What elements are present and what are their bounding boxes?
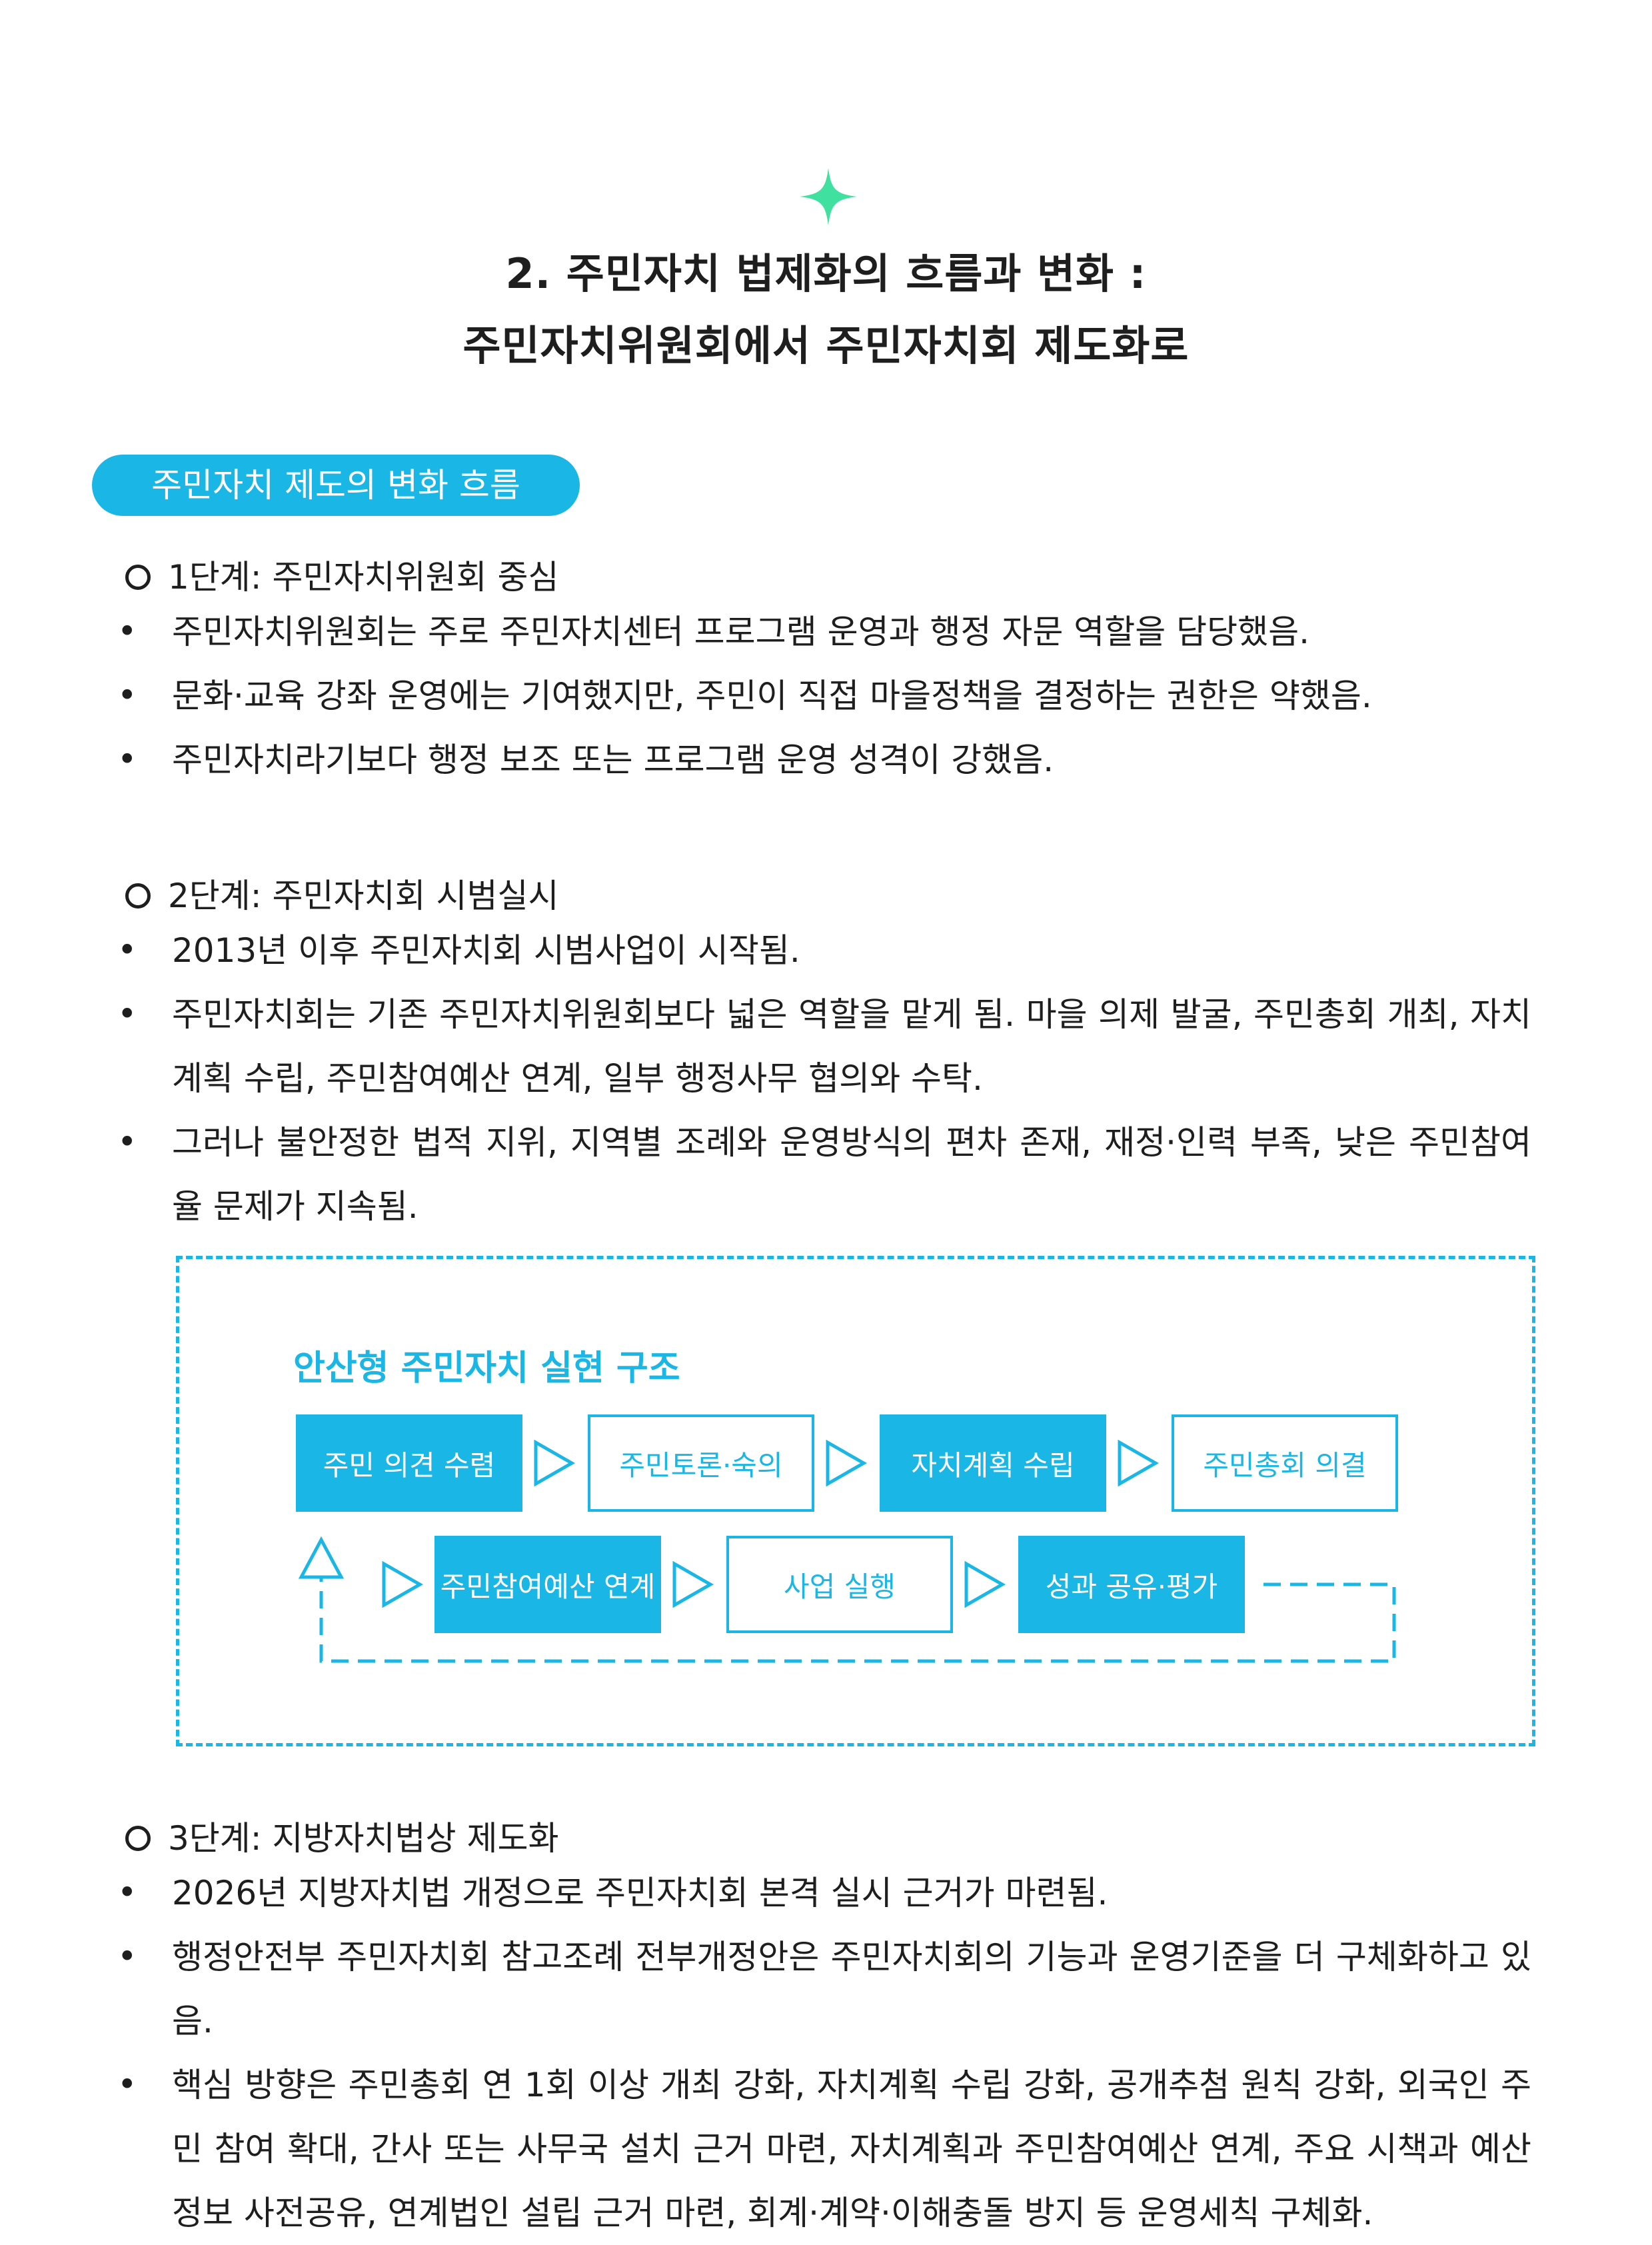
section-pill: 주민자치 제도의 변화 흐름 [92,455,580,516]
stage-2-heading: 2단계: 주민자치회 시범실시 [125,869,558,917]
stage-2-bullet-3: 그러나 불안정한 법적 지위, 지역별 조례와 운영방식의 편차 존재, 재정·… [172,1123,1531,1226]
arrow-right-icon [826,1440,868,1486]
flow-node-execution: 사업 실행 [726,1536,953,1633]
flow-node-evaluation: 성과 공유·평가 [1018,1536,1245,1633]
stage-1-title: 1단계: 주민자치위원회 중심 [168,558,559,597]
arrow-right-icon [964,1561,1006,1608]
stage-1-bullet-1: 주민자치위원회는 주로 주민자치센터 프로그램 운영과 행정 자문 역할을 담당… [172,613,1310,651]
circle-bullet-icon [125,883,151,909]
stage-1-heading: 1단계: 주민자치위원회 중심 [125,551,558,599]
sparkle-star-icon [800,168,857,225]
stage-3-bullet-3: 핵심 방향은 주민총회 연 1회 이상 개최 강화, 자치계획 수립 강화, 공… [172,2066,1531,2232]
flow-node-budget: 주민참여예산 연계 [434,1536,661,1633]
arrow-right-icon [382,1561,424,1608]
bullet-icon: • [117,931,137,969]
stage-1-bullet-2: 문화·교육 강좌 운영에는 기여했지만, 주민이 직접 마을정책을 결정하는 권… [172,677,1372,715]
stage-3-title: 3단계: 지방자치법상 제도화 [168,1819,559,1858]
flow-node-deliberation: 주민토론·숙의 [588,1414,814,1512]
flow-node-plan: 자치계획 수립 [880,1414,1106,1512]
stage-2-title: 2단계: 주민자치회 시범실시 [168,877,559,915]
flow-node-assembly: 주민총회 의결 [1172,1414,1398,1512]
stage-1-bullet-3: 주민자치라기보다 행정 보조 또는 프로그램 운영 성격이 강했음. [172,741,1054,779]
circle-bullet-icon [125,564,151,590]
arrow-right-icon [672,1561,714,1608]
stage-2-bullet-2: 주민자치회는 기존 주민자치위원회보다 넓은 역할을 맡게 됨. 마을 의제 발… [172,995,1531,1098]
bullet-icon: • [117,1122,137,1161]
diagram-box [176,1256,1535,1746]
bullet-icon: • [117,1873,137,1912]
flow-node-opinion: 주민 의견 수렴 [296,1414,522,1512]
bullet-icon: • [117,612,137,651]
bullet-icon: • [117,740,137,779]
bullet-icon: • [117,676,137,715]
stage-3-bullet-2: 행정안전부 주민자치회 참고조례 전부개정안은 주민자치회의 기능과 운영기준을… [172,1938,1531,2040]
stage-3-bullet-1: 2026년 지방자치법 개정으로 주민자치회 본격 실시 근거가 마련됨. [172,1874,1108,1912]
bullet-icon: • [117,995,137,1033]
stage-2-bullet-1: 2013년 이후 주민자치회 시범사업이 시작됨. [172,931,800,970]
arrow-right-icon [1118,1440,1160,1486]
diagram-title: 안산형 주민자치 실현 구조 [293,1348,680,1388]
bullet-icon: • [117,1937,137,1976]
page-title-line-2: 주민자치위원회에서 주민자치회 제도화로 [462,321,1190,370]
circle-bullet-icon [125,1825,151,1851]
stage-3-heading: 3단계: 지방자치법상 제도화 [125,1812,558,1860]
page-title-line-1: 2. 주민자치 법제화의 흐름과 변화 : [505,249,1147,298]
arrow-right-icon [534,1440,576,1486]
bullet-icon: • [117,2065,137,2104]
